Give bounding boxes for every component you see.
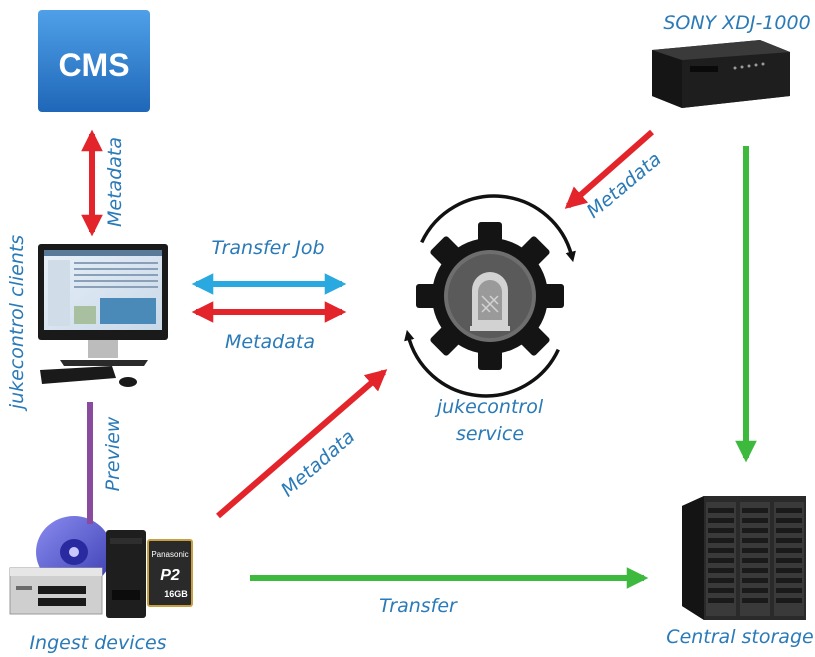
storage-label: Central storage [666, 626, 813, 648]
cms-tile-icon: CMS [38, 10, 150, 112]
ingest-service-arrow [216, 369, 388, 519]
ingest-badge-model: P2 [160, 567, 180, 584]
cms-label: CMS [58, 47, 129, 83]
service-label-line2: service [456, 423, 524, 445]
sony-service-arrow [564, 129, 654, 209]
ingest-service-label: Metadata [277, 426, 359, 502]
sony-rack-unit-icon [652, 40, 790, 108]
clients-label: jukecontrol clients [6, 235, 28, 413]
service-label-line1: jukecontrol [434, 396, 544, 418]
ingest-badge-brand: Panasonic [151, 550, 188, 559]
transfer-job-label: Transfer Job [211, 237, 324, 259]
server-rack-icon [682, 496, 806, 620]
cms-clients-label: Metadata [104, 137, 126, 227]
desktop-computer-icon [38, 244, 168, 387]
clients-service-label: Metadata [225, 331, 315, 353]
ingest-label: Ingest devices [29, 632, 166, 654]
preview-label: Preview [102, 416, 124, 491]
ingest-hardware-icon: Panasonic P2 16GB [9, 516, 193, 618]
gear-jukebox-icon [404, 194, 576, 398]
ingest-badge-capacity: 16GB [164, 589, 188, 599]
sony-label: SONY XDJ-1000 [663, 12, 810, 34]
transfer-label: Transfer [379, 595, 458, 617]
